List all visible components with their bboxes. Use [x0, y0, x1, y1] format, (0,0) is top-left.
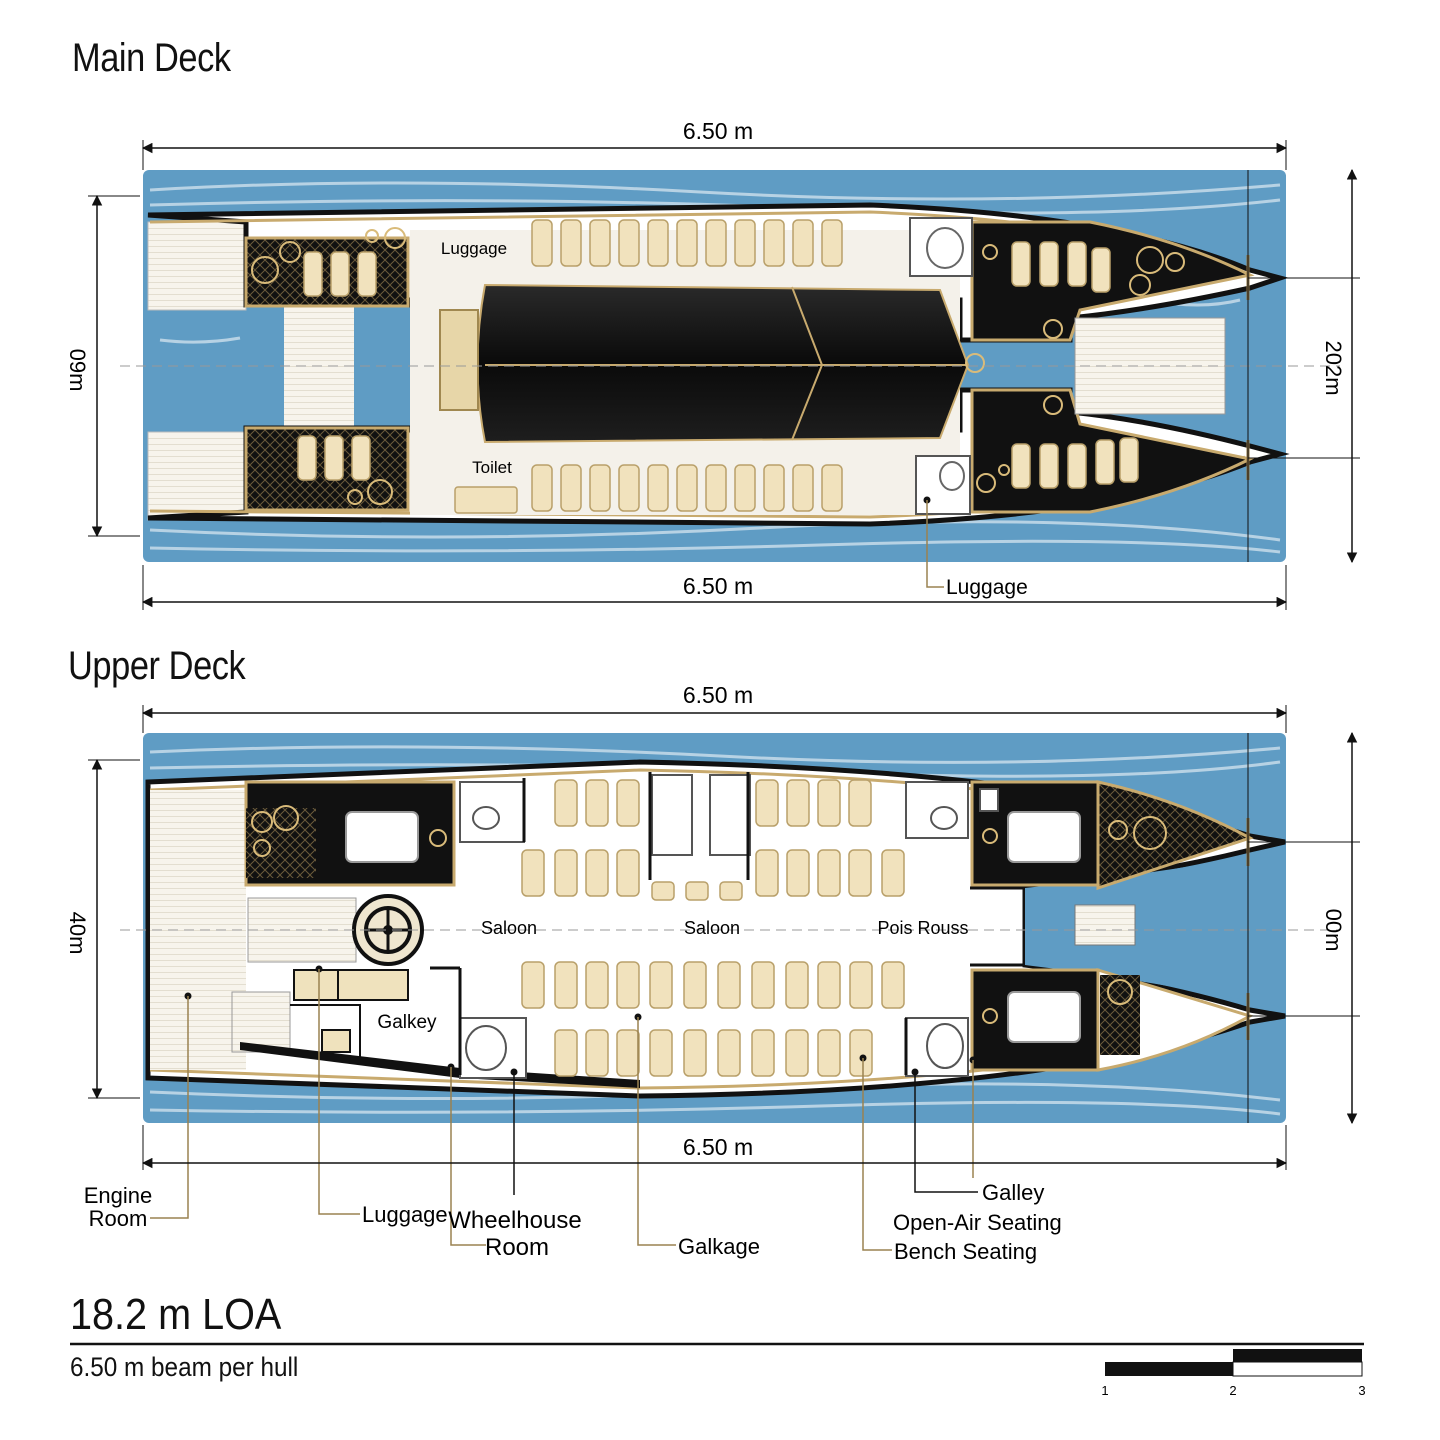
- main-dim-left: 09m: [65, 349, 90, 392]
- main-luggage-label: Luggage: [441, 239, 507, 258]
- main-dim-right: 202m: [1321, 340, 1346, 395]
- callout-engine-room-1: Engine: [84, 1183, 153, 1208]
- upper-dim-right: 00m: [1321, 909, 1346, 952]
- scale-tick-1: 1: [1101, 1383, 1108, 1398]
- main-deck-plan: Luggage Toilet Luggage 6.50 m 6.50 m 09m…: [65, 118, 1360, 610]
- upper-dim-left: 40m: [65, 912, 90, 955]
- scale-tick-3: 3: [1358, 1383, 1365, 1398]
- callout-open-air-seating: Open-Air Seating: [893, 1210, 1062, 1235]
- upper-saloon-label-1: Saloon: [481, 918, 537, 938]
- scale-tick-2: 2: [1229, 1383, 1236, 1398]
- beam-subtitle: 6.50 m beam per hull: [70, 1352, 299, 1382]
- upper-pois-rouss-label: Pois Rouss: [877, 918, 968, 938]
- main-dim-bottom: 6.50 m: [683, 573, 753, 599]
- callout-galley: Galley: [982, 1180, 1044, 1205]
- callout-wheelhouse-2: Room: [485, 1234, 549, 1261]
- loa-title: 18.2 m LOA: [70, 1290, 282, 1339]
- upper-deck-title: Upper Deck: [68, 644, 246, 688]
- callout-luggage: Luggage: [362, 1202, 448, 1227]
- main-deck-title: Main Deck: [72, 36, 231, 80]
- callout-galkage: Galkage: [678, 1234, 760, 1259]
- scale-bar: 1 2 3: [1101, 1349, 1366, 1398]
- upper-dim-top: 6.50 m: [683, 682, 753, 708]
- callout-wheelhouse-1: Wheelhouse: [448, 1207, 581, 1234]
- callout-engine-room-2: Room: [89, 1206, 148, 1231]
- upper-deck-plan: Saloon Saloon Pois Rouss Galkey Engine R…: [65, 682, 1360, 1264]
- callout-bench-seating: Bench Seating: [894, 1239, 1037, 1264]
- main-luggage-callout: Luggage: [946, 576, 1028, 599]
- main-toilet-label: Toilet: [472, 458, 512, 477]
- upper-dim-bottom: 6.50 m: [683, 1134, 753, 1160]
- upper-saloon-label-2: Saloon: [684, 918, 740, 938]
- upper-galkey-label: Galkey: [377, 1012, 437, 1033]
- main-dim-top: 6.50 m: [683, 118, 753, 144]
